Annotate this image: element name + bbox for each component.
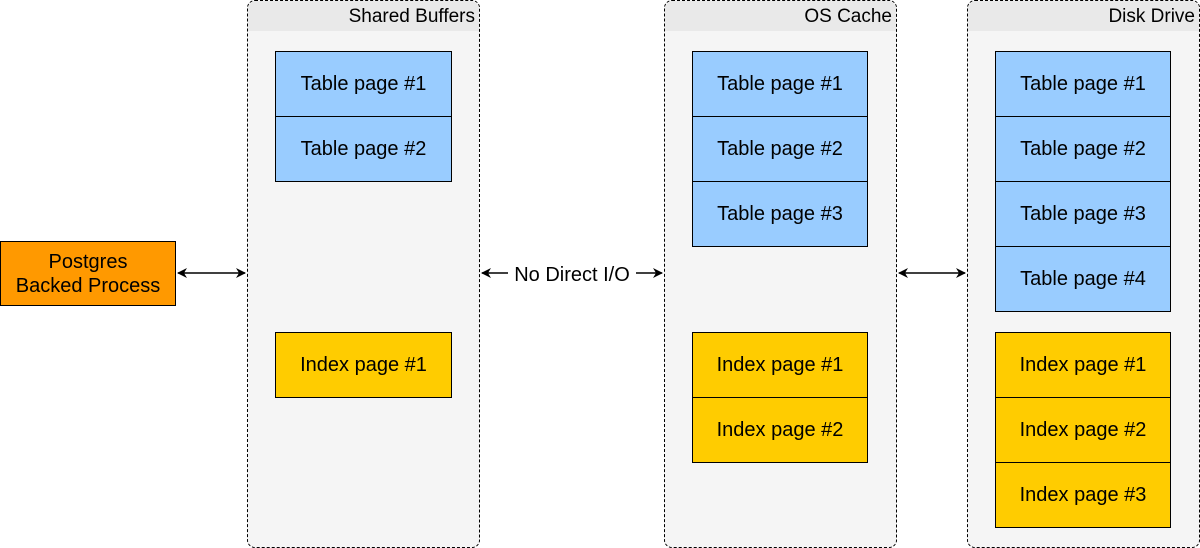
shared-buffers-table-page-1: Table page #1	[275, 51, 452, 117]
shared-buffers-index-page-1: Index page #1	[275, 332, 452, 398]
container-header	[665, 1, 896, 31]
os-cache-index-page-1: Index page #1	[692, 332, 868, 398]
postgres-backend-process: Postgres Backed Process	[0, 241, 176, 306]
disk-drive-table-page-3: Table page #3	[995, 181, 1171, 247]
process-label-line1: Postgres	[48, 250, 128, 273]
disk-drive-index-page-3: Index page #3	[995, 462, 1171, 528]
container-header	[968, 1, 1199, 31]
process-label-line2: Backed Process	[15, 274, 161, 297]
container-title-os-cache: OS Cache	[804, 6, 892, 27]
disk-drive-table-page-4: Table page #4	[995, 246, 1171, 312]
container-title-disk-drive: Disk Drive	[1108, 6, 1195, 27]
disk-drive-table-page-2: Table page #2	[995, 116, 1171, 182]
no-direct-io-label: No Direct I/O	[508, 263, 636, 287]
os-cache-index-page-2: Index page #2	[692, 397, 868, 463]
shared-buffers-table-page-2: Table page #2	[275, 116, 452, 182]
disk-drive-table-page-1: Table page #1	[995, 51, 1171, 117]
os-cache-table-page-2: Table page #2	[692, 116, 868, 182]
container-title-shared-buffers: Shared Buffers	[348, 6, 475, 27]
disk-drive-index-page-2: Index page #2	[995, 397, 1171, 463]
container-header	[248, 1, 479, 31]
os-cache-table-page-3: Table page #3	[692, 181, 868, 247]
disk-drive-index-page-1: Index page #1	[995, 332, 1171, 398]
os-cache-table-page-1: Table page #1	[692, 51, 868, 117]
